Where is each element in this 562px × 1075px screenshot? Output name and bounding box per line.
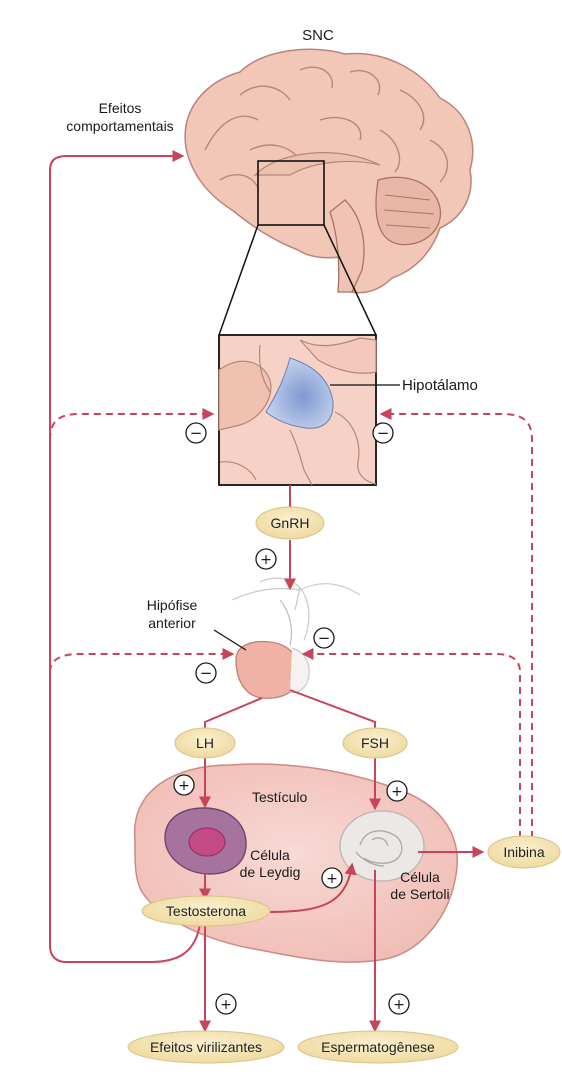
svg-text:FSH: FSH <box>361 735 389 751</box>
label-behavioral-effects-2: comportamentais <box>66 118 173 134</box>
svg-text:+: + <box>260 552 272 568</box>
svg-text:Testosterona: Testosterona <box>166 903 246 919</box>
outcome-virilizing: Efeitos virilizantes <box>128 1031 284 1063</box>
sign-plus-virilizing: + <box>216 994 236 1014</box>
svg-text:+: + <box>220 997 232 1013</box>
label-behavioral-effects-1: Efeitos <box>99 100 142 116</box>
sign-plus-spermatogenesis: + <box>389 994 409 1014</box>
svg-text:−: − <box>318 629 331 647</box>
hormone-fsh: FSH <box>343 728 407 758</box>
sign-plus-testosterone-sertoli: + <box>322 868 342 888</box>
svg-text:−: − <box>200 664 213 682</box>
label-sertoli-1: Célula <box>400 869 440 885</box>
leydig-nucleus <box>189 828 225 856</box>
arrow-pituitary-fsh <box>290 690 375 730</box>
label-testis: Testículo <box>252 789 307 805</box>
svg-text:Espermatogênese: Espermatogênese <box>321 1039 435 1055</box>
svg-text:Inibina: Inibina <box>503 844 544 860</box>
hormone-inhibin: Inibina <box>488 836 560 868</box>
svg-text:−: − <box>190 424 203 442</box>
label-snc: SNC <box>302 27 334 44</box>
pituitary-illustration <box>232 578 360 698</box>
hypothalamus-inset <box>219 335 376 485</box>
svg-text:+: + <box>178 778 190 794</box>
label-hypothalamus: Hipotálamo <box>402 377 478 394</box>
hormone-testosterone: Testosterona <box>142 896 270 926</box>
svg-text:Efeitos virilizantes: Efeitos virilizantes <box>150 1039 262 1055</box>
sign-minus-hypothalamus-left: − <box>186 423 206 443</box>
feedback-inhibin-hypothalamus <box>382 414 532 838</box>
sign-plus-gnrh: + <box>256 549 276 569</box>
arrow-pituitary-lh <box>205 698 262 730</box>
hormone-gnrh: GnRH <box>256 507 324 539</box>
outcome-spermatogenesis: Espermatogênese <box>298 1031 458 1063</box>
sign-plus-lh: + <box>174 775 194 795</box>
label-pituitary-2: anterior <box>148 615 196 631</box>
svg-text:GnRH: GnRH <box>271 515 310 531</box>
svg-text:−: − <box>377 424 390 442</box>
label-leydig-2: de Leydig <box>240 864 301 880</box>
svg-text:+: + <box>391 784 403 800</box>
label-pituitary-1: Hipófise <box>147 597 198 613</box>
hormone-lh: LH <box>175 728 235 758</box>
brain-illustration <box>185 49 473 292</box>
svg-text:+: + <box>326 871 338 887</box>
sign-minus-pituitary-right: − <box>314 628 334 648</box>
sign-plus-fsh: + <box>387 781 407 801</box>
svg-text:+: + <box>393 997 405 1013</box>
svg-text:LH: LH <box>196 735 214 751</box>
label-sertoli-2: de Sertoli <box>390 886 449 902</box>
pituitary-pointer <box>214 630 246 650</box>
sign-minus-hypothalamus-right: − <box>373 423 393 443</box>
sign-minus-pituitary-left: − <box>196 663 216 683</box>
label-leydig-1: Célula <box>250 847 290 863</box>
zoom-line-left <box>219 225 258 335</box>
